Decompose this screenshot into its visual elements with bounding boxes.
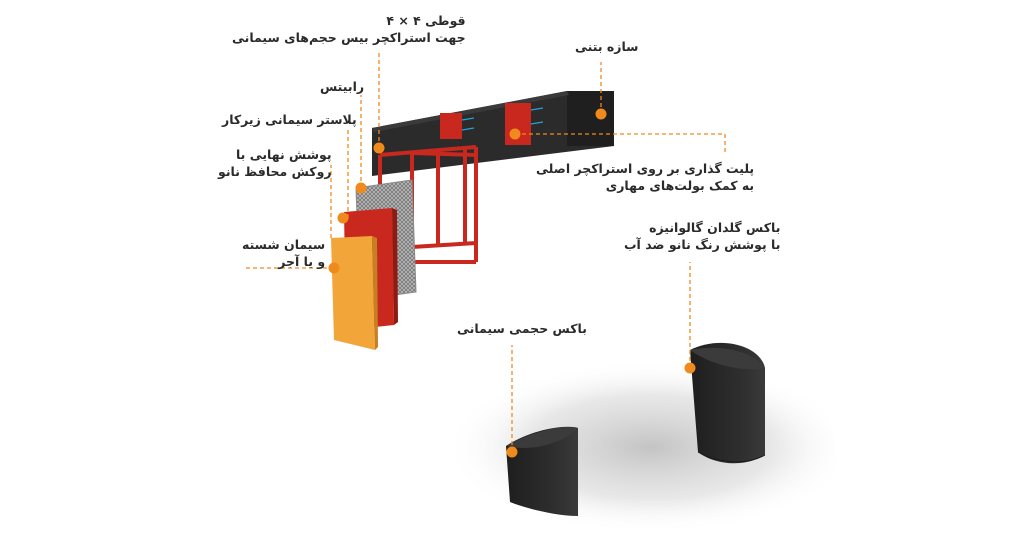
label-plate: پلیت گذاری بر روی استراکچر اصلی به کمک ب… [536,160,754,194]
galvanized-box [690,342,766,464]
label-qoti: قوطی ۴ × ۴ جهت استراکچر بیس حجم‌های سیما… [232,12,466,46]
label-plaster: پلاستر سیمانی زیرکار [222,111,357,128]
layer-panels [331,179,417,350]
label-concrete-structure: سازه بتنی [575,38,638,55]
label-concrete-structure-text: سازه بتنی [575,39,639,54]
label-galvanized-line2: با پوشش رنگ نانو ضد آب [624,237,781,252]
cement-box [506,426,578,516]
label-qoti-line2: جهت استراکچر بیس حجم‌های سیمانی [232,30,466,45]
label-final-coat: پوشش نهایی با روکش محافظ نانو [218,146,332,180]
ground-shadow [424,360,836,534]
label-plate-line1: پلیت گذاری بر روی استراکچر اصلی [536,161,755,176]
marker-dots [328,108,696,458]
label-cement-line1: سیمان شسته [242,237,326,252]
label-rabitz-text: رابیتس [320,79,365,94]
label-cement-box: باکس حجمی سیمانی [457,320,587,337]
label-plate-line2: به کمک بولت‌های مهاری [605,178,755,193]
label-plaster-text: پلاستر سیمانی زیرکار [222,112,357,127]
label-qoti-line1: قوطی ۴ × ۴ [386,13,466,28]
label-cement-box-text: باکس حجمی سیمانی [457,321,587,336]
label-final-coat-line1: پوشش نهایی با [235,147,332,162]
label-cement: سیمان شسته و یا آجر [242,236,325,270]
leader-lines [246,52,726,452]
label-cement-line2: و یا آجر [278,254,326,269]
label-rabitz: رابیتس [320,78,364,95]
label-final-coat-line2: روکش محافظ نانو [218,164,332,179]
label-galvanized-line1: باکس گلدان گالوانیزه [649,220,781,235]
label-galvanized: باکس گلدان گالوانیزه با پوشش رنگ نانو ضد… [624,219,780,253]
